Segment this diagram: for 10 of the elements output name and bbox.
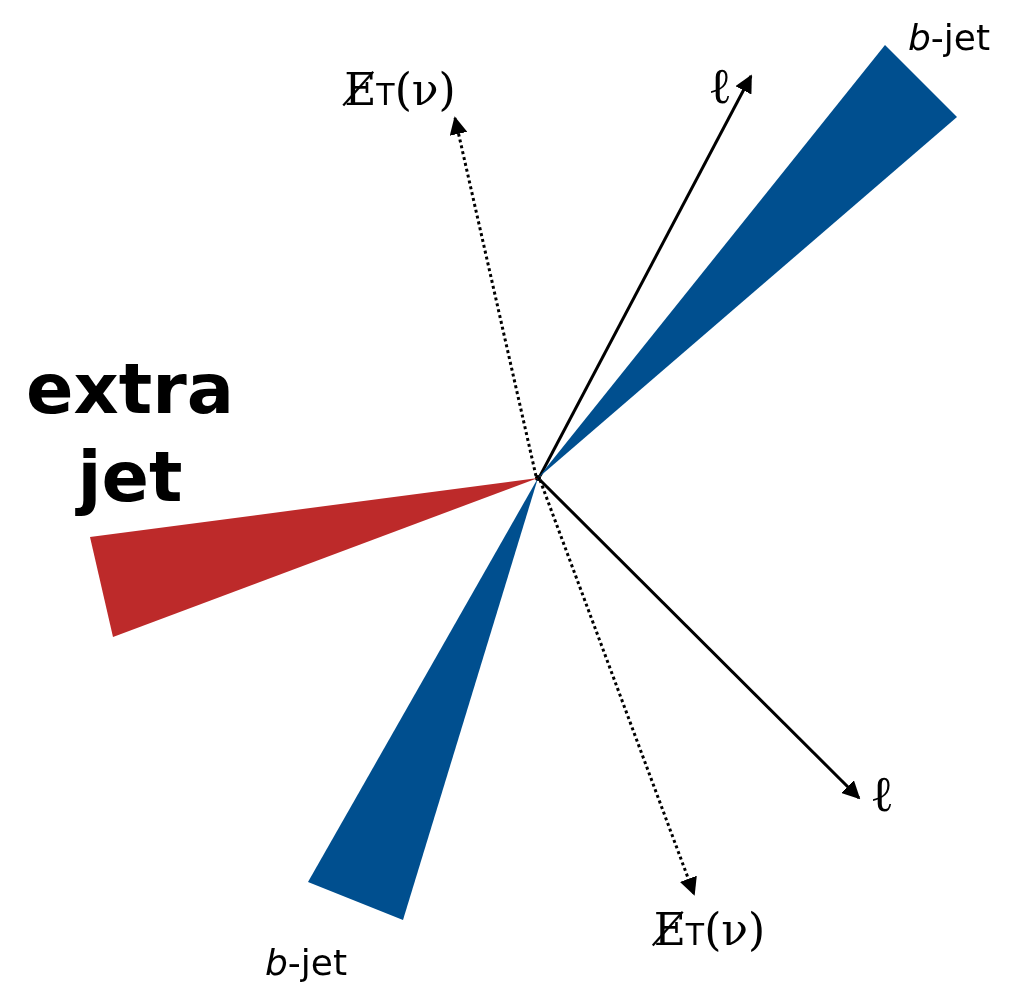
- lepton-label: ℓ: [710, 61, 730, 111]
- jet-label: b-jet: [908, 20, 991, 56]
- jet-label: b-jet: [265, 945, 348, 981]
- arrow: [538, 479, 697, 896]
- jet-cone: [308, 478, 538, 920]
- arrow: [449, 116, 538, 477]
- arrow: [538, 478, 861, 800]
- lepton-label: ℓ: [872, 769, 892, 819]
- jet-label: extra jet: [25, 347, 235, 520]
- arrow: [538, 74, 753, 477]
